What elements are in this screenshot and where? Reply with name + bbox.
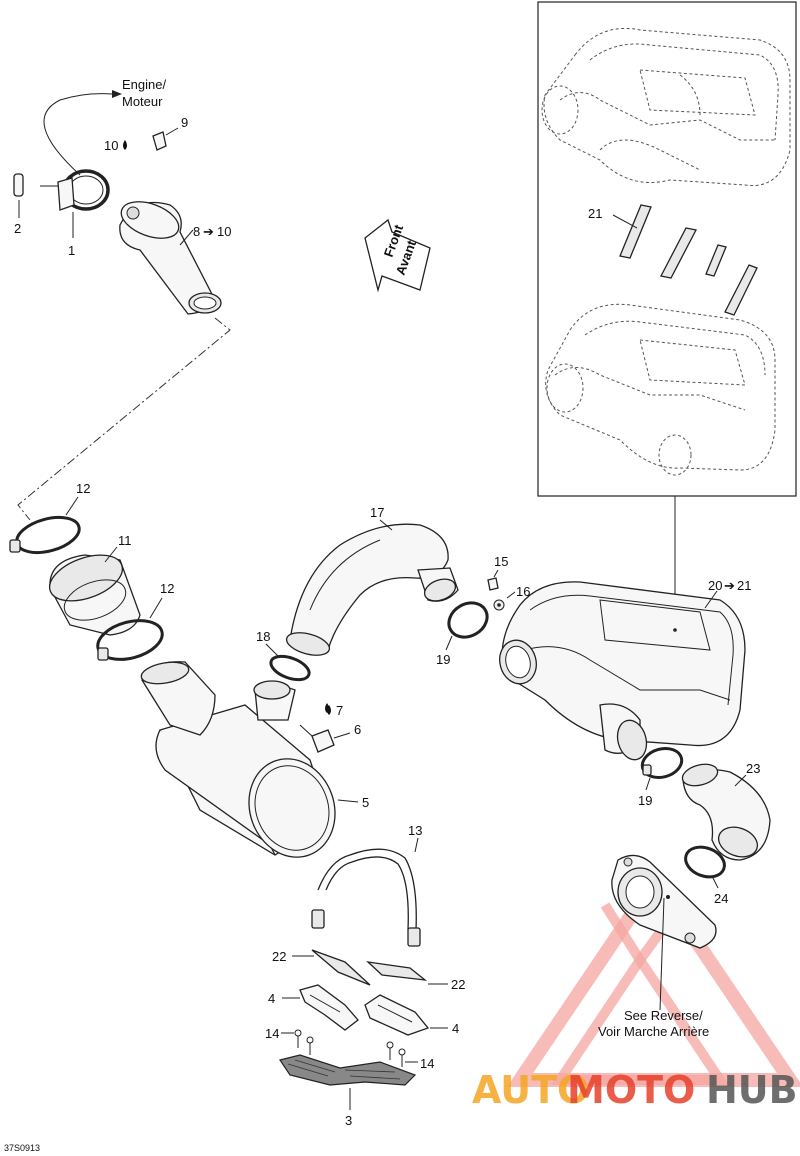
callout-12-upper: 12 [76, 481, 90, 496]
resonator-5 [140, 661, 336, 858]
callout-2: 2 [14, 221, 21, 236]
oil-drop-icon [327, 705, 331, 715]
callout-6: 6 [354, 722, 361, 737]
watermark-part1: AUTO [472, 1068, 589, 1112]
inset-muffler-top [541, 27, 791, 187]
sleeve-11 [48, 554, 141, 636]
callout-24: 24 [714, 891, 728, 906]
foam-strips [619, 204, 758, 316]
callout-23: 23 [746, 761, 760, 776]
callout-21: 21 [588, 206, 602, 221]
clamp-12-upper [9, 515, 81, 555]
sensor-6 [299, 724, 351, 753]
callout-14-left: 14 [265, 1026, 279, 1041]
callout-15: 15 [494, 554, 508, 569]
engine-label: Engine/ [122, 77, 166, 92]
callout-9: 9 [181, 115, 188, 130]
callout-5: 5 [362, 795, 369, 810]
callout-3: 3 [345, 1113, 352, 1128]
arrow-8: ➔ [203, 224, 214, 239]
callout-4-left: 4 [268, 991, 275, 1006]
callout-19-lower: 19 [638, 793, 652, 808]
v-clamp [40, 169, 110, 211]
muffler-20 [499, 581, 746, 761]
callout-18: 18 [256, 629, 270, 644]
callout-13: 13 [408, 823, 422, 838]
callout-14-right: 14 [420, 1056, 434, 1071]
mounting-plate-3 [279, 1054, 417, 1086]
hose-23 [681, 763, 771, 861]
watermark-part3: HUB [706, 1068, 798, 1112]
callout-10: 10 [104, 138, 118, 153]
engine-label-fr: Moteur [122, 94, 163, 109]
callout-22-right: 22 [451, 977, 465, 992]
callout-1: 1 [68, 243, 75, 258]
callout-17: 17 [370, 505, 384, 520]
bolts-14 [294, 1029, 406, 1067]
exhaust-hose-17 [285, 523, 459, 656]
callout-7: 7 [336, 703, 343, 718]
callout-16: 16 [516, 584, 530, 599]
callout-11: 11 [118, 533, 132, 548]
inset-frame [537, 1, 797, 497]
bracket-4-left [299, 984, 359, 1031]
bracket-4-right [364, 994, 430, 1036]
arrow-20: ➔ [724, 578, 735, 593]
callout-8: 8 [193, 224, 200, 239]
callout-12-lower: 12 [160, 581, 174, 596]
strap-13 [311, 848, 421, 947]
callout-22-left: 22 [272, 949, 286, 964]
watermark-part2: MOTO [567, 1068, 695, 1112]
callout-19-upper: 19 [436, 652, 450, 667]
inset-muffler-bottom [545, 303, 776, 476]
figure-code: 37S0913 [4, 1143, 40, 1153]
callout-8-target: 10 [217, 224, 231, 239]
callout-20-target: 21 [737, 578, 751, 593]
callout-20: 20 [708, 578, 722, 593]
front-direction-arrow [364, 218, 431, 293]
watermark-text: AUTO MOTO HUB [472, 1068, 798, 1112]
callout-4-right: 4 [452, 1021, 459, 1036]
clamp-12-lower [96, 619, 164, 661]
see-reverse-label: See Reverse/ [624, 1008, 703, 1023]
exhaust-manifold [119, 201, 222, 315]
see-reverse-label-fr: Voir Marche Arrière [598, 1024, 709, 1039]
